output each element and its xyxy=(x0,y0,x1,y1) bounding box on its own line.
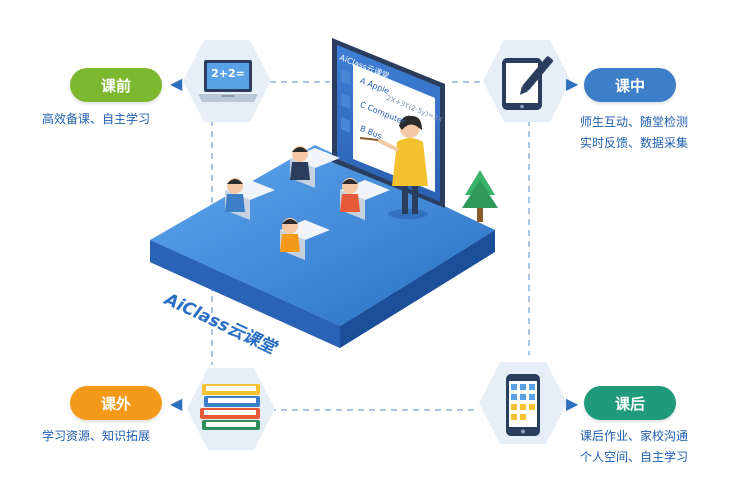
laptop-screen-text: 2+2= xyxy=(211,67,245,80)
desc-line: 个人空间、自主学习 xyxy=(580,450,689,464)
phone-icon xyxy=(506,374,540,436)
stage-after-desc: 课后作业、家校沟通 个人空间、自主学习 xyxy=(580,426,688,468)
desc-line: 学习资源、知识拓展 xyxy=(42,429,151,443)
desc-line: 课后作业、家校沟通 xyxy=(580,429,689,443)
stage-during-label: 课中 xyxy=(614,76,645,95)
tablet-pen-icon xyxy=(502,56,553,110)
stage-before-label: 课前 xyxy=(100,76,131,95)
desc-line: 师生互动、随堂检测 xyxy=(580,115,689,129)
stage-outside-desc: 学习资源、知识拓展 xyxy=(42,426,150,447)
stage-after-pill: 课后 xyxy=(584,386,676,420)
arrow-left-icon: ◀ xyxy=(170,74,183,93)
books-icon xyxy=(200,384,260,430)
stage-outside-label: 课外 xyxy=(100,394,131,413)
stage-before-desc: 高效备课、自主学习 xyxy=(42,109,150,130)
desc-line: 高效备课、自主学习 xyxy=(42,112,151,126)
student-desks xyxy=(225,146,390,260)
arrow-right-icon: ▶ xyxy=(566,74,579,93)
stage-during-pill: 课中 xyxy=(584,68,676,102)
desc-line: 实时反馈、数据采集 xyxy=(580,136,689,150)
stage-after-label: 课后 xyxy=(614,394,645,413)
stage-outside-pill: 课外 xyxy=(70,386,162,420)
arrow-left-icon: ◀ xyxy=(170,394,183,413)
stage-during-desc: 师生互动、随堂检测 实时反馈、数据采集 xyxy=(580,112,688,154)
stage-before-pill: 课前 xyxy=(70,68,162,102)
laptop-icon xyxy=(198,60,258,102)
arrow-right-icon: ▶ xyxy=(566,394,579,413)
classroom-illustration xyxy=(150,38,498,348)
